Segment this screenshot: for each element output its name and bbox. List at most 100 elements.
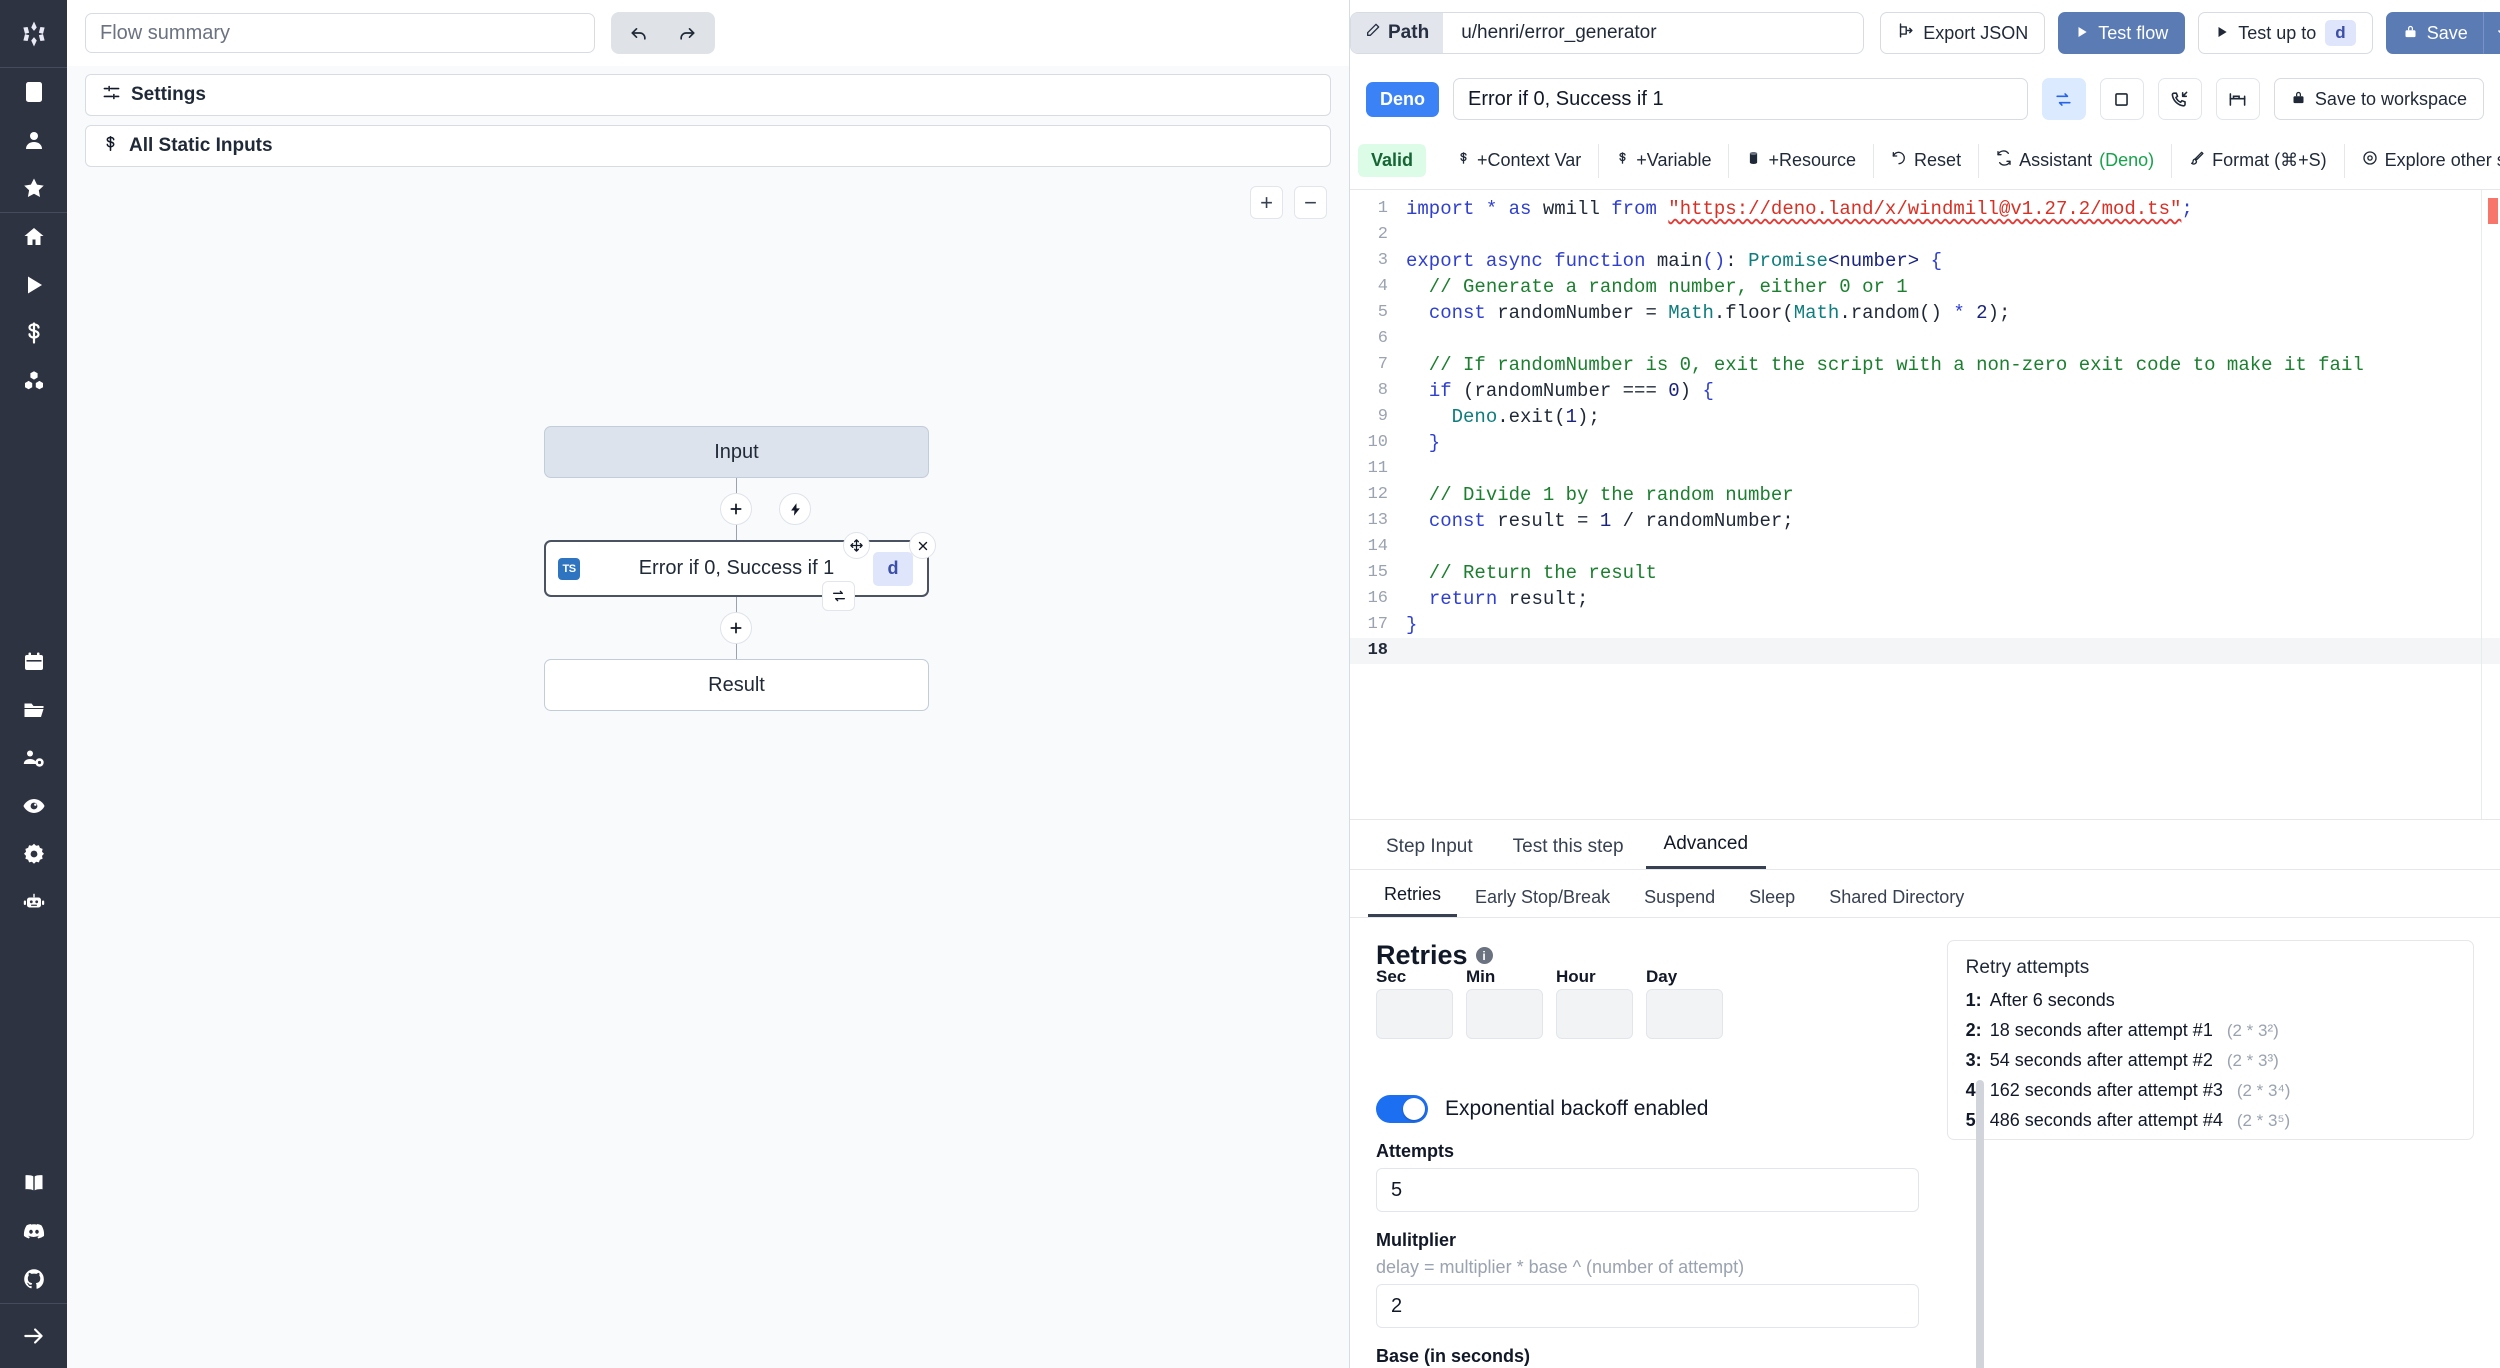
sidebar-item-favorites[interactable] (0, 164, 67, 212)
delay-field-input[interactable] (1646, 989, 1723, 1039)
add-step-above-button[interactable] (720, 493, 752, 525)
retry-icon[interactable] (822, 581, 855, 611)
path-box[interactable]: Path u/henri/error_generator (1350, 12, 1865, 54)
add-context-var-button[interactable]: +Context Var (1440, 143, 1600, 178)
line-number: 2 (1377, 225, 1388, 244)
retry-attempt-expression: (2 * 3²) (2226, 1021, 2279, 1040)
code-line[interactable]: 15 // Return the result (1350, 560, 2500, 586)
exponential-backoff-row[interactable]: Exponential backoff enabled (1376, 1095, 1919, 1123)
stop-early-icon-button[interactable] (2099, 78, 2144, 120)
explore-other-scripts-button[interactable]: Explore other s (2345, 144, 2500, 178)
add-step-below-button[interactable] (720, 612, 752, 644)
code-line[interactable]: 14 (1350, 534, 2500, 560)
save-dropdown-button[interactable] (2482, 12, 2500, 54)
subtab-sleep[interactable]: Sleep (1749, 887, 1796, 907)
undo-button[interactable] (615, 14, 663, 52)
flow-summary-input[interactable]: Flow summary (85, 13, 595, 53)
export-json-button[interactable]: Export JSON (1880, 12, 2046, 54)
sidebar-item-groups[interactable] (0, 734, 67, 782)
info-icon[interactable]: i (1475, 947, 1493, 964)
code-line[interactable]: 7 // If randomNumber is 0, exit the scri… (1350, 352, 2500, 378)
line-code: const result = 1 / randomNumber; (1428, 510, 1794, 532)
reset-button[interactable]: Reset (1874, 143, 1980, 178)
subtab-early-stop-break[interactable]: Early Stop/Break (1475, 887, 1611, 907)
subtab-retries[interactable]: Retries (1368, 884, 1458, 917)
code-line[interactable]: 5 const randomNumber = Math.floor(Math.r… (1350, 300, 2500, 326)
move-icon[interactable] (843, 532, 870, 559)
add-resource-button[interactable]: +Resource (1729, 143, 1875, 178)
save-to-workspace-label: Save to workspace (2314, 88, 2467, 109)
test-flow-button[interactable]: Test flow (2058, 12, 2186, 54)
code-line[interactable]: 6 (1350, 326, 2500, 352)
code-line[interactable]: 16 return result; (1350, 586, 2500, 612)
delay-field-input[interactable] (1556, 989, 1633, 1039)
code-line[interactable]: 12 // Divide 1 by the random number (1350, 482, 2500, 508)
assistant-button[interactable]: Assistant (Deno) (1979, 143, 2173, 178)
multiplier-input[interactable]: 2 (1376, 1284, 1919, 1328)
flow-node-step[interactable]: TS Error if 0, Success if 1 d (544, 540, 929, 597)
sidebar-item-runs[interactable] (0, 261, 67, 309)
flow-settings-row[interactable]: Settings (85, 74, 1331, 116)
sidebar-item-folders[interactable] (0, 686, 67, 734)
add-branch-button[interactable] (779, 493, 811, 525)
sidebar-item-resources[interactable] (0, 357, 67, 405)
sleep-icon-button[interactable] (2215, 78, 2260, 120)
sidebar-item-settings[interactable] (0, 830, 67, 878)
app-logo[interactable] (0, 0, 67, 67)
exponential-backoff-toggle[interactable] (1376, 1095, 1428, 1123)
delay-field-input[interactable] (1466, 989, 1543, 1039)
code-line[interactable]: 8 if (randomNumber === 0) { (1350, 378, 2500, 404)
save-button[interactable]: Save (2385, 12, 2483, 54)
suspend-icon-button[interactable] (2157, 78, 2202, 120)
flow-node-result[interactable]: Result (544, 659, 929, 711)
flow-canvas[interactable]: + − Input TS Error if 0, Success if 1 d (67, 176, 1349, 1368)
tab-test-this-step[interactable]: Test this step (1512, 836, 1624, 857)
attempts-label: Attempts (1376, 1141, 1455, 1161)
code-line[interactable]: 10 } (1350, 430, 2500, 456)
sidebar-item-schedules[interactable] (0, 638, 67, 686)
retry-icon-button[interactable] (2041, 78, 2086, 120)
subtab-suspend[interactable]: Suspend (1644, 887, 1716, 907)
code-line[interactable]: 18 (1350, 638, 2500, 664)
add-variable-button[interactable]: +Variable (1599, 143, 1730, 178)
sidebar-item-variables[interactable] (0, 309, 67, 357)
sidebar-item-user[interactable] (0, 116, 67, 164)
code-line[interactable]: 4 // Generate a random number, either 0 … (1350, 274, 2500, 300)
test-up-to-button[interactable]: Test up to d (2198, 12, 2373, 54)
tab-step-input[interactable]: Step Input (1386, 836, 1473, 857)
zoom-in-button[interactable]: + (1250, 186, 1283, 219)
code-line[interactable]: 13 const result = 1 / randomNumber; (1350, 508, 2500, 534)
format-button[interactable]: Format (⌘+S) (2172, 143, 2345, 178)
tab-advanced[interactable]: Advanced (1645, 833, 1767, 869)
sidebar-item-audit-logs[interactable] (0, 782, 67, 830)
retries-scrollbar[interactable] (1976, 1080, 1984, 1368)
sidebar-item-home[interactable] (0, 213, 67, 261)
sidebar-item-workers[interactable] (0, 878, 67, 926)
sidebar-item-workspace[interactable] (0, 68, 67, 116)
close-icon[interactable] (909, 532, 936, 559)
delay-field-input[interactable] (1376, 989, 1453, 1039)
code-line[interactable]: 2 (1350, 222, 2500, 248)
expand-sidebar-button[interactable] (0, 1304, 67, 1368)
sidebar-item-docs[interactable] (0, 1159, 67, 1207)
zoom-out-button[interactable]: − (1294, 186, 1327, 219)
sidebar-item-github[interactable] (0, 1255, 67, 1303)
flow-summary-placeholder: Flow summary (100, 21, 231, 44)
code-line[interactable]: 17} (1350, 612, 2500, 638)
all-static-inputs-row[interactable]: All Static Inputs (85, 125, 1331, 167)
attempts-input[interactable]: 5 (1376, 1168, 1919, 1212)
redo-button[interactable] (663, 14, 711, 52)
sidebar-item-discord[interactable] (0, 1207, 67, 1255)
retries-heading: Retries i (1376, 940, 1919, 971)
path-input[interactable]: u/henri/error_generator (1461, 22, 1657, 43)
code-line[interactable]: 9 Deno.exit(1); (1350, 404, 2500, 430)
flow-node-input[interactable]: Input (544, 426, 929, 478)
subtab-shared-directory[interactable]: Shared Directory (1829, 887, 1965, 907)
save-to-workspace-button[interactable]: Save to workspace (2273, 78, 2484, 120)
step-title-input[interactable]: Error if 0, Success if 1 (1453, 78, 2028, 120)
code-line[interactable]: 11 (1350, 456, 2500, 482)
